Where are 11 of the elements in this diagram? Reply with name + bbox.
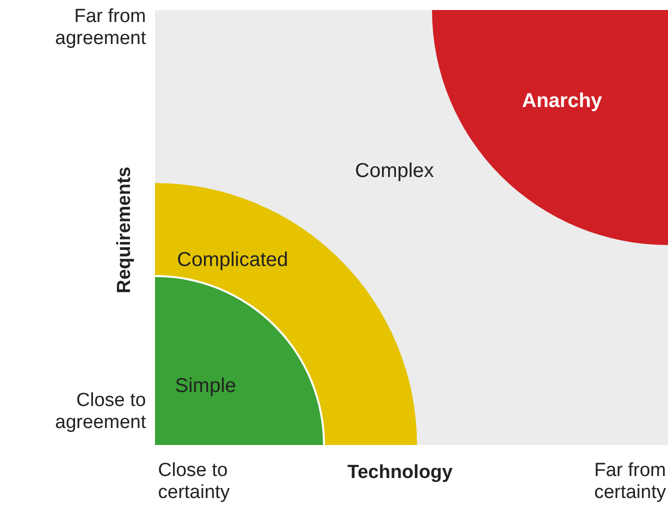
axis-end-label: Close to certainty [158,460,231,504]
zone-label: Anarchy [522,90,602,112]
axis-title: Technology [346,462,454,484]
axis-end-label: Far from certainty [593,460,666,504]
zone-label: Complex [355,160,434,182]
axis-title: Requirements [114,166,136,294]
axis-end-label: Close to agreement [54,390,146,434]
zone-label: Complicated [177,249,288,271]
axis-end-label: Far from agreement [54,6,146,50]
complex-zone [155,10,668,445]
zone-label: Simple [175,375,236,397]
